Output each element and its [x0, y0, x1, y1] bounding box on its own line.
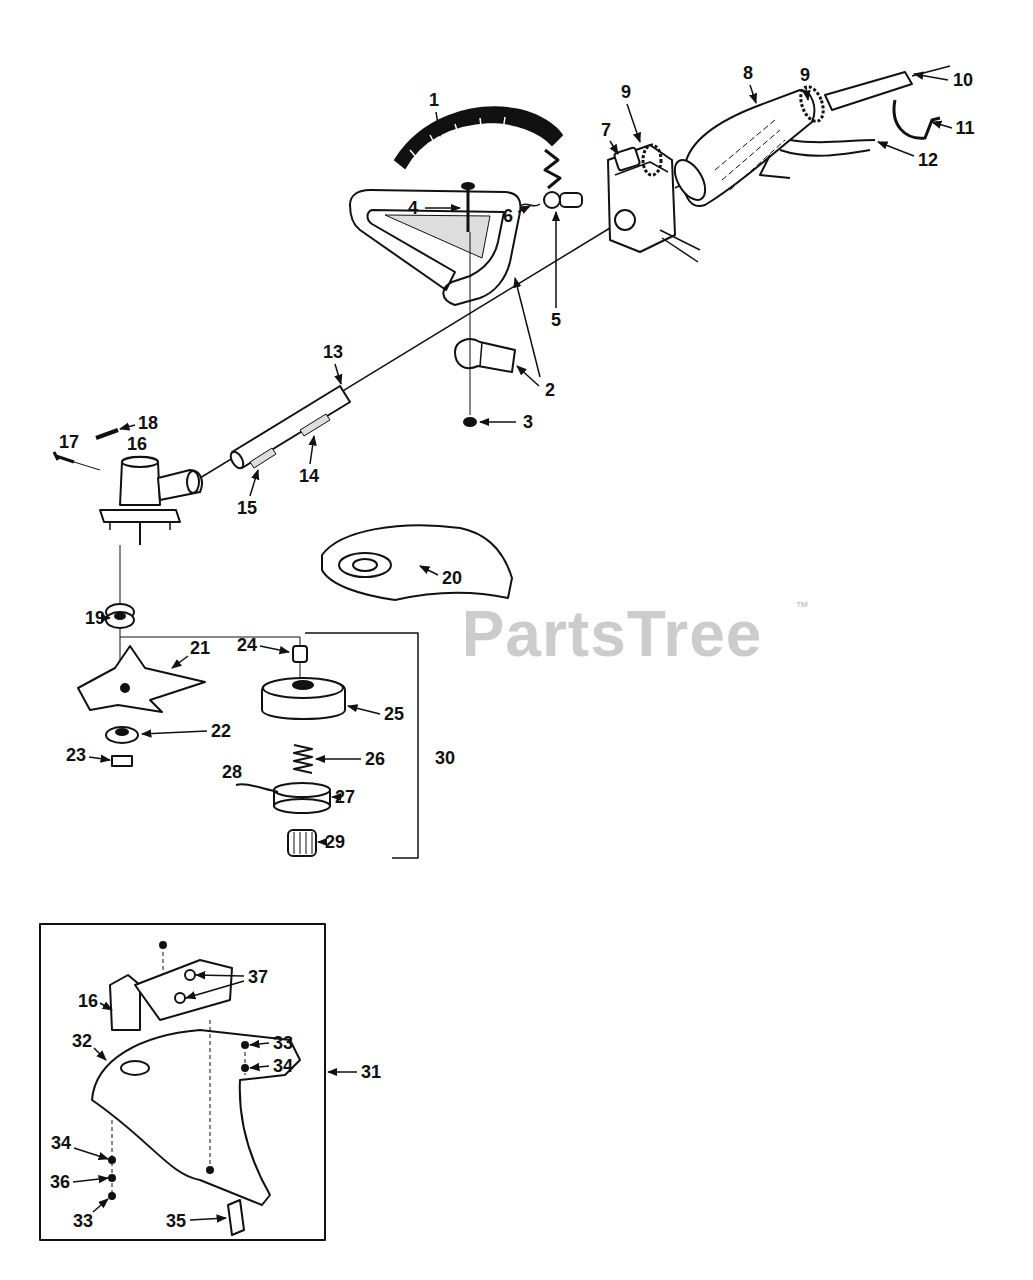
callout-number: 27 [335, 788, 355, 806]
callout-number: 32 [72, 1032, 92, 1050]
callout-number: 33 [273, 1034, 293, 1052]
callout-number: 18 [138, 414, 158, 432]
callout-number: 34 [273, 1057, 293, 1075]
callout-number: 1 [429, 91, 439, 109]
watermark: PartsTree [462, 602, 763, 666]
callout-number: 5 [551, 311, 561, 329]
callout-number: 6 [503, 207, 513, 225]
callout-number: 31 [361, 1063, 381, 1081]
callout-number: 29 [325, 833, 345, 851]
callout-number: 14 [299, 467, 319, 485]
callout-number: 16 [127, 435, 147, 453]
callout-number: 17 [59, 433, 79, 451]
callout-number: 37 [248, 968, 268, 986]
callout-number: 2 [545, 381, 555, 399]
callout-number: 30 [435, 749, 455, 767]
callout-number: 21 [190, 639, 210, 657]
callout-number: 22 [211, 722, 231, 740]
callout-number: 12 [918, 151, 938, 169]
callout-number: 20 [442, 569, 462, 587]
callout-number: 33 [73, 1212, 93, 1230]
callout-number: 24 [237, 636, 257, 654]
callout-number: 10 [953, 71, 973, 89]
callout-number: 25 [384, 705, 404, 723]
trademark-symbol: ™ [796, 600, 809, 613]
callout-number: 34 [51, 1134, 71, 1152]
callout-number: 8 [743, 64, 753, 82]
callout-number: 11 [955, 119, 974, 137]
callout-number: 28 [222, 763, 242, 781]
callout-number: 7 [601, 121, 611, 139]
callout-number: 9 [800, 66, 810, 84]
callout-number: 19 [85, 609, 105, 627]
callout-number: 23 [66, 746, 86, 764]
callout-number: 15 [237, 499, 257, 517]
callout-number: 16 [78, 992, 98, 1010]
callout-number: 13 [323, 343, 343, 361]
callout-number: 3 [523, 413, 533, 431]
callout-number: 26 [365, 750, 385, 768]
callout-number: 9 [621, 83, 631, 101]
callout-number: 4 [408, 199, 418, 217]
callout-number: 35 [166, 1212, 186, 1230]
callout-number: 36 [50, 1173, 70, 1191]
